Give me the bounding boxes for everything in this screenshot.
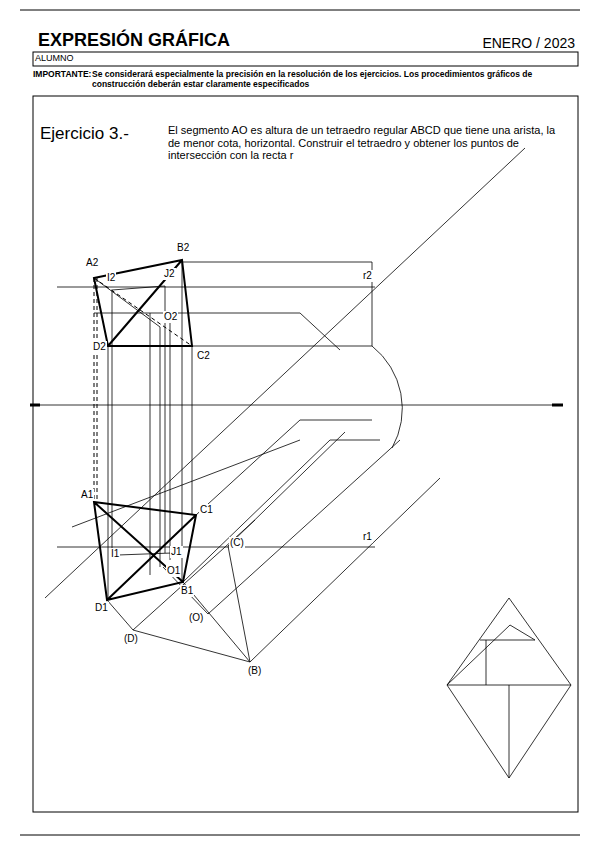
rotation-arc: [372, 346, 402, 448]
projection-dashed: [94, 278, 97, 502]
point-label: A2: [85, 257, 99, 269]
tetrahedron-plan: [94, 502, 196, 600]
exercise-frame: [33, 96, 578, 812]
sheet-text: ALUMNO: [35, 53, 74, 63]
point-label: (B): [247, 665, 262, 677]
point-label: C2: [196, 350, 211, 362]
hidden-edge: [94, 278, 192, 346]
point-label: D2: [92, 341, 107, 353]
rabatment-lines: [72, 420, 440, 662]
sheet-frame: [20, 10, 580, 835]
line-r2: [57, 287, 375, 288]
point-label: (D): [123, 633, 139, 645]
point-label: O1: [166, 565, 181, 577]
point-label: J2: [163, 268, 176, 280]
auxiliary-diamond: [447, 598, 571, 778]
point-label: D1: [94, 602, 109, 614]
point-label: I1: [110, 548, 120, 560]
tetrahedron-elevation: [94, 260, 192, 346]
sheet-title: EXPRESIÓN GRÁFICA: [38, 30, 230, 51]
sheet-text: Se considerará especialmente la precisió…: [92, 70, 578, 90]
sheet-text: IMPORTANTE:: [33, 70, 91, 80]
sheet-text: ENERO / 2023: [482, 35, 575, 51]
point-label: O2: [163, 311, 178, 323]
point-label: A1: [80, 489, 94, 501]
hidden-lines: [94, 278, 192, 502]
point-label: r1: [362, 531, 373, 543]
point-label: J1: [170, 546, 183, 558]
point-label: I2: [106, 272, 116, 284]
point-label: (C): [229, 537, 245, 549]
name-box: [33, 52, 578, 66]
point-label: C1: [199, 504, 214, 516]
projection-lines: [108, 260, 192, 600]
line-r1: [57, 547, 375, 548]
point-label: r2: [362, 270, 373, 282]
tetrahedron: [30, 260, 563, 600]
ground-line: [30, 405, 563, 406]
elevation-aux: [94, 278, 340, 350]
point-label: B2: [176, 242, 190, 254]
point-label: (O): [188, 612, 204, 624]
rabatted-triangle: [107, 546, 250, 662]
auxiliary-line: [45, 148, 525, 598]
page-rule: [20, 10, 580, 835]
ground-line-end: [30, 404, 563, 407]
construction-lines: [30, 148, 571, 778]
sheet-text: El segmento AO es altura de un tetraedro…: [168, 124, 563, 162]
transfer-lines: [108, 262, 372, 346]
point-label: B1: [180, 585, 194, 597]
sheet-text: Ejercicio 3.-: [40, 124, 129, 144]
